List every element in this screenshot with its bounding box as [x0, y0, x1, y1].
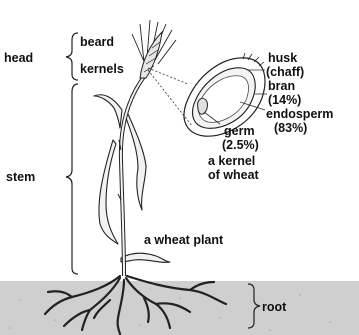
- kernel-germ: [198, 98, 208, 114]
- label-kernels: kernels: [80, 62, 124, 76]
- label-kernel-caption-2: of wheat: [208, 168, 260, 182]
- label-endosperm: endosperm: [266, 107, 333, 121]
- label-kernel-caption-1: a kernel: [208, 154, 255, 168]
- label-chaff: (chaff): [266, 65, 304, 79]
- head-bracket: [66, 33, 78, 80]
- wheat-head: [132, 20, 176, 78]
- label-beard: beard: [80, 35, 114, 49]
- stem-bracket: [66, 84, 78, 274]
- label-germ: germ: [224, 124, 255, 138]
- leaf-right-long: [126, 114, 146, 210]
- leaf-bottom-right: [121, 253, 170, 262]
- label-husk: husk: [268, 51, 297, 65]
- label-bran-pct: (14%): [268, 93, 301, 107]
- label-germ-pct: (2.5%): [222, 138, 259, 152]
- label-stem: stem: [6, 170, 35, 184]
- leaf-left-long: [99, 140, 118, 244]
- label-bran: bran: [268, 79, 295, 93]
- label-root: root: [262, 300, 287, 314]
- label-plant-caption: a wheat plant: [144, 233, 224, 247]
- label-head: head: [4, 51, 33, 65]
- label-endosperm-pct: (83%): [274, 121, 307, 135]
- leaf-upper-left: [94, 95, 122, 128]
